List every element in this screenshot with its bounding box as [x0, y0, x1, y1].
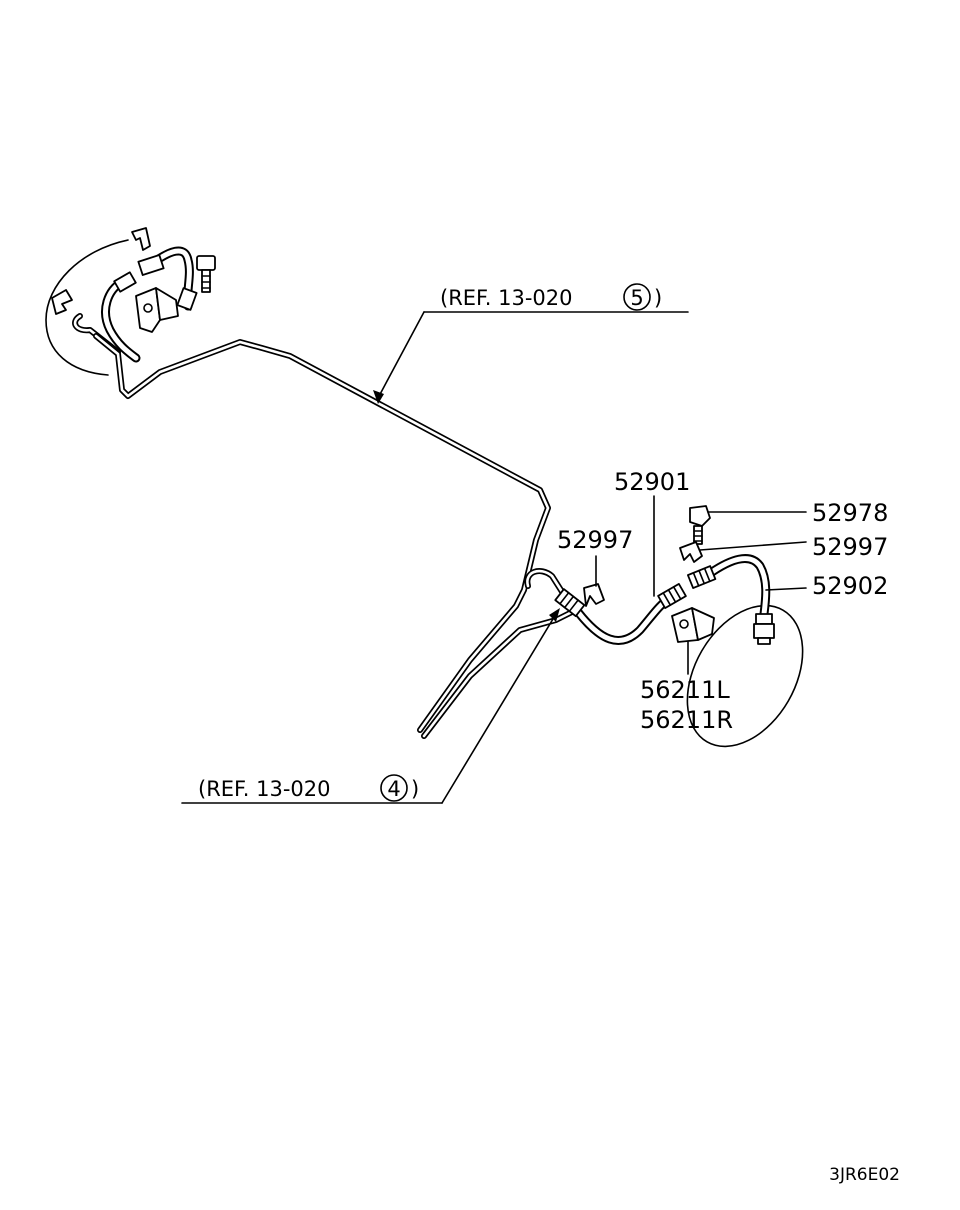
label-52978: 52978 [812, 499, 888, 527]
ref-label-lower: (REF. 13-020 4 ) [198, 774, 419, 802]
ref-upper-number: 5 [630, 286, 643, 310]
ref-lower-close: ) [411, 777, 419, 801]
detail-outline-upper [45, 239, 129, 376]
ref-lower-text: (REF. 13-020 [198, 777, 331, 801]
ref-upper-text: (REF. 13-020 [440, 286, 573, 310]
clip-upper-left [51, 289, 73, 315]
label-52997-right: 52997 [812, 533, 888, 561]
ref-label-upper: (REF. 13-020 5 ) [440, 283, 662, 311]
hose-front-fitting-right [657, 583, 687, 609]
clip-upper-top [131, 227, 151, 251]
bracket-56211 [671, 607, 715, 643]
right-detail [671, 505, 804, 748]
upper-left-detail [45, 227, 216, 376]
leader-lines [181, 311, 807, 804]
clip-52997-left [583, 583, 605, 607]
hose-rear-fitting [686, 565, 717, 589]
detail-outline-lower [686, 604, 804, 748]
ref-lower-number: 4 [387, 777, 400, 801]
hose-front-fitting-left [554, 588, 586, 618]
hose-assembly-52901 [554, 583, 687, 645]
bolt-upper [196, 255, 216, 293]
label-52902: 52902 [812, 572, 888, 600]
brake-pipe-main [93, 333, 551, 733]
hose-rear-fitting-bottom [753, 613, 775, 645]
hose-front [573, 593, 675, 645]
label-56211L: 56211L [640, 676, 730, 704]
bracket-upper [135, 287, 161, 333]
hose-fitting-upper [137, 254, 165, 276]
ref-upper-close: ) [654, 286, 662, 310]
bolt-52978 [689, 505, 711, 545]
ref-upper-circle [623, 283, 651, 311]
clip-52997-right [679, 541, 703, 563]
label-56211R: 56211R [640, 706, 733, 734]
diagram-code: 3JR6E02 [829, 1165, 900, 1185]
label-52901: 52901 [614, 468, 690, 496]
ref-lower-circle [380, 774, 408, 802]
label-52997-left: 52997 [557, 526, 633, 554]
